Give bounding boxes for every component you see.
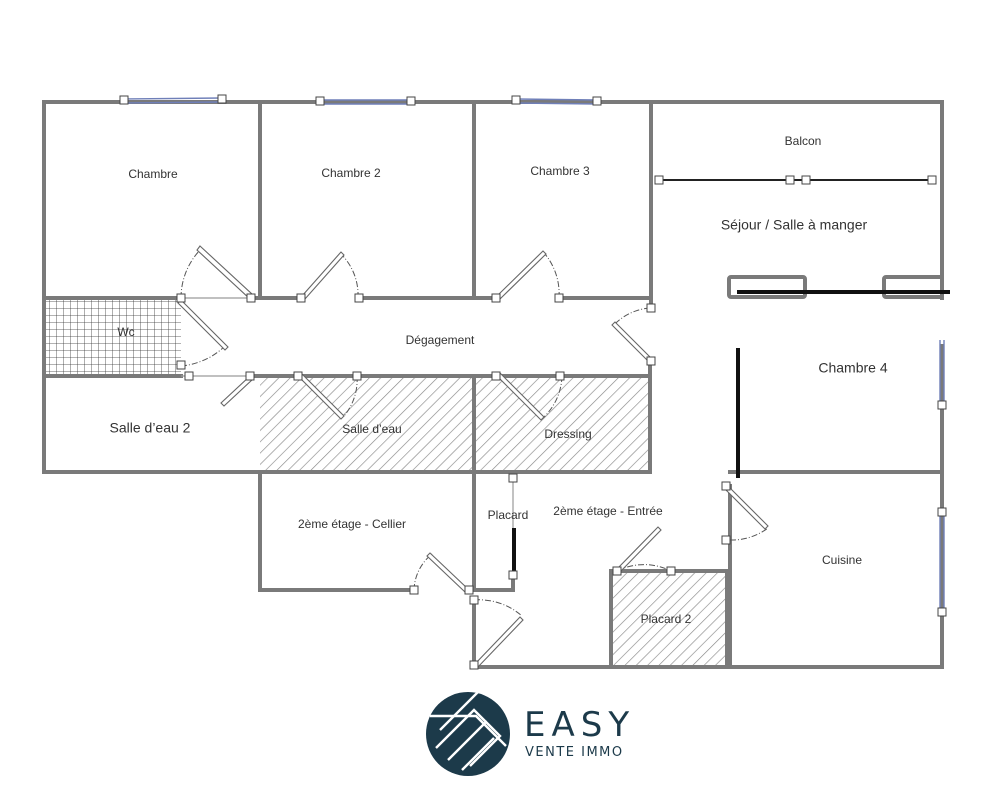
doors	[177, 245, 769, 669]
label-degagement: Dégagement	[406, 333, 475, 347]
salle-eau-hatch	[260, 376, 474, 472]
label-chambre: Chambre	[128, 167, 178, 181]
label-dressing: Dressing	[544, 427, 591, 441]
label-salle-eau: Salle d’eau	[342, 422, 401, 436]
label-salle-eau-2: Salle d’eau 2	[110, 420, 191, 436]
label-cellier: 2ème étage - Cellier	[298, 517, 406, 531]
dressing-hatch	[474, 376, 650, 472]
partition-lines	[512, 179, 950, 575]
brand-logo: EASY VENTE IMMO	[426, 691, 635, 776]
label-wc: Wc	[117, 325, 134, 339]
label-entree: 2ème étage - Entrée	[553, 504, 663, 518]
label-placard-2: Placard 2	[641, 612, 692, 626]
placard2-hatch	[611, 571, 727, 667]
logo-name: EASY	[524, 705, 635, 745]
label-chambre-4: Chambre 4	[818, 360, 887, 376]
label-placard: Placard	[488, 508, 529, 522]
label-chambre-3: Chambre 3	[530, 164, 590, 178]
windows	[123, 97, 945, 612]
room-labels: Chambre Chambre 2 Chambre 3 Balcon Séjou…	[110, 134, 888, 626]
logo-tagline: VENTE IMMO	[525, 745, 624, 760]
wc-tiles	[44, 298, 181, 375]
label-cuisine: Cuisine	[822, 553, 862, 567]
label-sejour: Séjour / Salle à manger	[721, 217, 868, 233]
nodes	[119, 94, 947, 670]
logo-mark-icon	[426, 692, 510, 776]
walls	[42, 100, 944, 669]
label-balcon: Balcon	[785, 134, 822, 148]
label-chambre-2: Chambre 2	[321, 166, 381, 180]
